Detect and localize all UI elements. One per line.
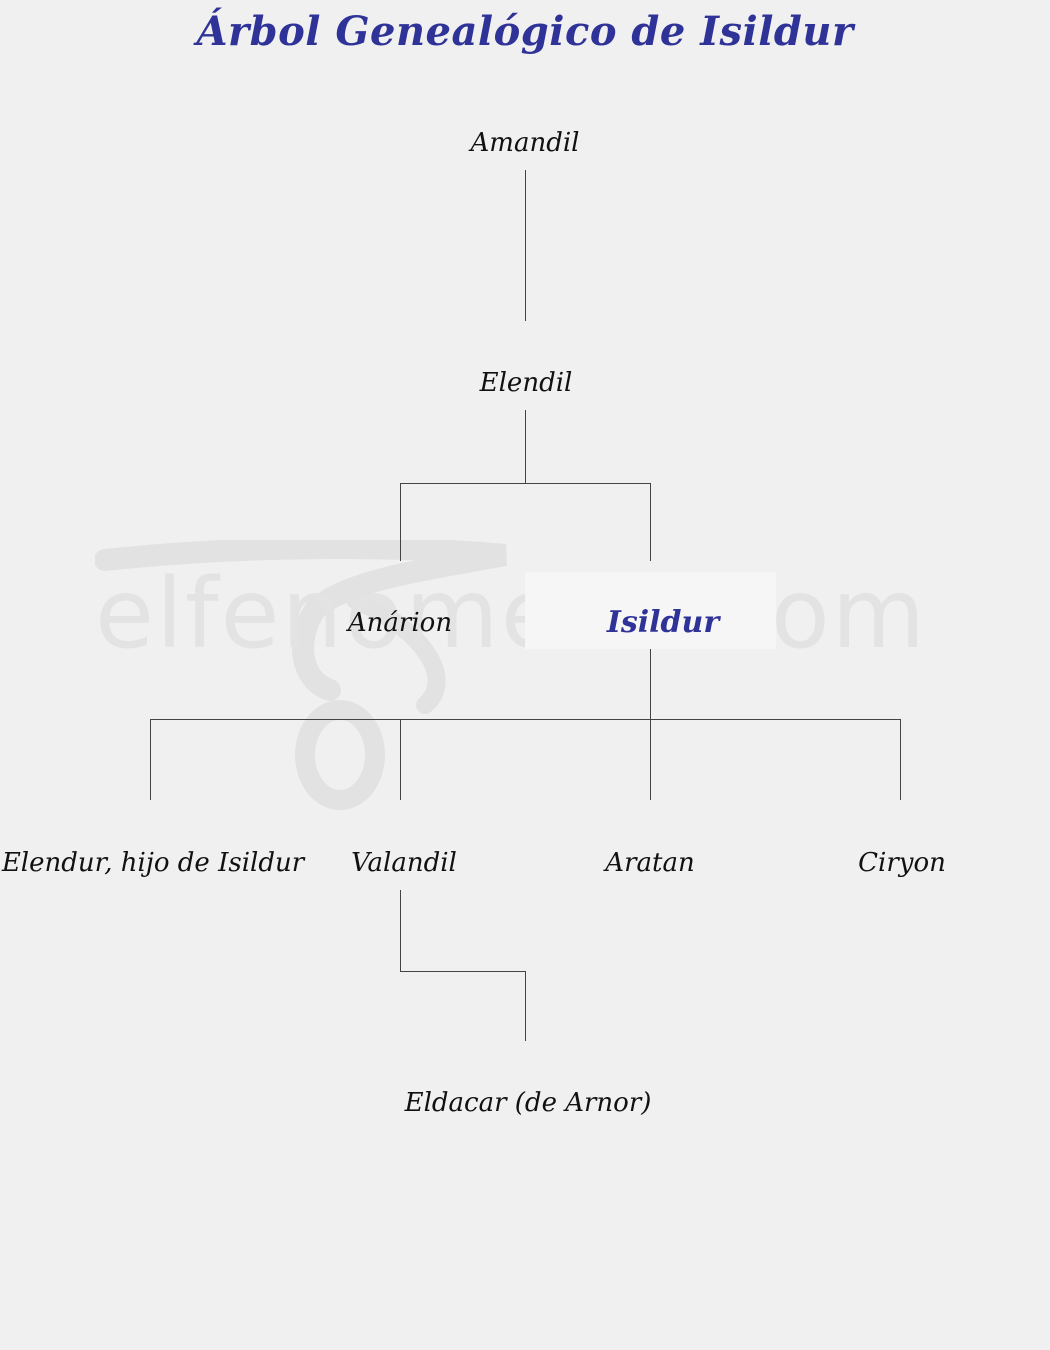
node-isildur: Isildur	[606, 605, 720, 640]
node-anarion: Anárion	[347, 608, 453, 638]
node-amandil: Amandil	[470, 128, 580, 158]
node-elendil: Elendil	[479, 368, 573, 398]
node-eldacar: Eldacar (de Arnor)	[404, 1088, 652, 1118]
isildur-highlight	[525, 572, 776, 649]
node-ciryon: Ciryon	[858, 848, 946, 878]
node-elendur: Elendur, hijo de Isildur	[1, 848, 305, 878]
node-aratan: Aratan	[605, 848, 695, 878]
page-title: Árbol Genealógico de Isildur	[196, 8, 854, 55]
node-valandil: Valandil	[351, 848, 457, 878]
